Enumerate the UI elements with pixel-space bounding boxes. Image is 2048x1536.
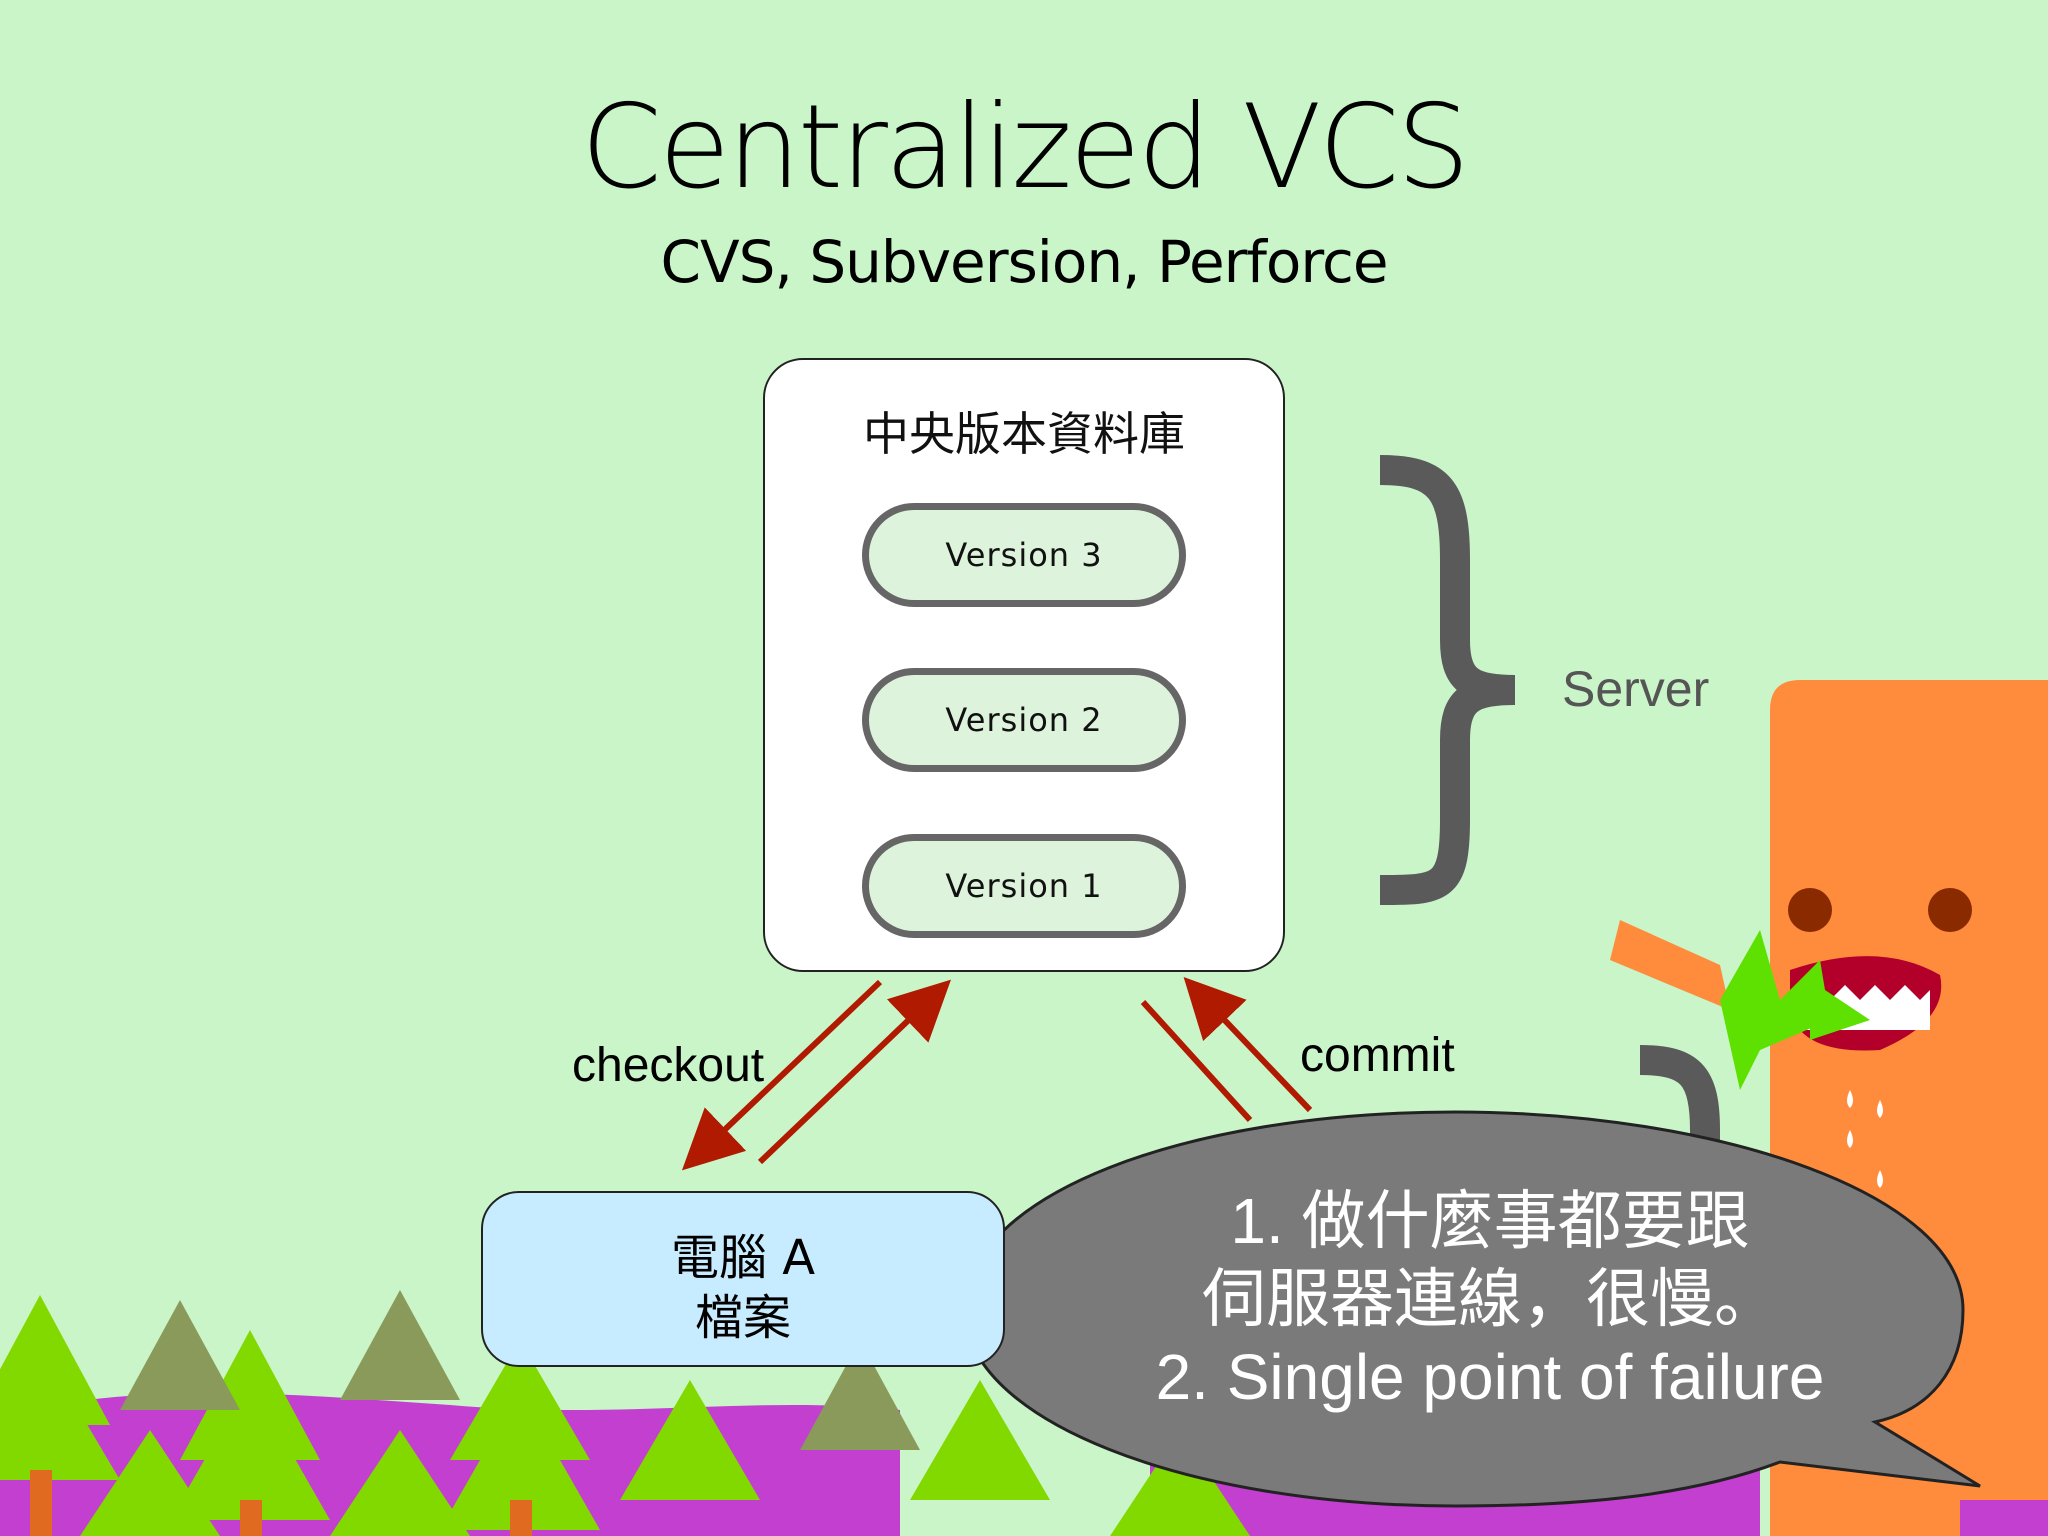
speech-bubble-text: 1. 做什麼事都要跟 伺服器連線，很慢。 2. Single point of … xyxy=(1060,1182,1920,1416)
transfer-arrows xyxy=(681,976,1313,1171)
version-3-node: Version 3 xyxy=(862,503,1186,607)
bubble-line-2: 伺服器連線，很慢。 xyxy=(1202,1263,1778,1335)
version-1-node: Version 1 xyxy=(862,834,1186,938)
computer-a-files-label: 檔案 xyxy=(694,1290,791,1346)
slide-subtitle: CVS, Subversion, Perforce xyxy=(660,228,1388,296)
commit-arrow-up xyxy=(1183,976,1313,1113)
server-brace xyxy=(1379,455,1516,905)
checkout-label: checkout xyxy=(572,1039,765,1092)
forest-trees xyxy=(0,1290,1250,1536)
version-2-node: Version 2 xyxy=(862,668,1186,772)
commit-arrow-down xyxy=(1140,999,1253,1123)
bubble-line-3: 2. Single point of failure xyxy=(1155,1341,1825,1413)
checkout-arrow-up xyxy=(757,979,952,1165)
slide-title: Centralized VCS xyxy=(580,80,1470,215)
bubble-line-1: 1. 做什麼事都要跟 xyxy=(1230,1185,1750,1257)
computer-a-label: 電腦 A xyxy=(670,1230,816,1286)
commit-label: commit xyxy=(1300,1029,1455,1082)
client-brace-partial xyxy=(1639,1045,1720,1160)
central-repository-title: 中央版本資料庫 xyxy=(863,407,1185,461)
server-label: Server xyxy=(1562,661,1710,717)
checkout-arrow-down xyxy=(681,979,883,1171)
computer-a-box xyxy=(481,1191,1005,1367)
